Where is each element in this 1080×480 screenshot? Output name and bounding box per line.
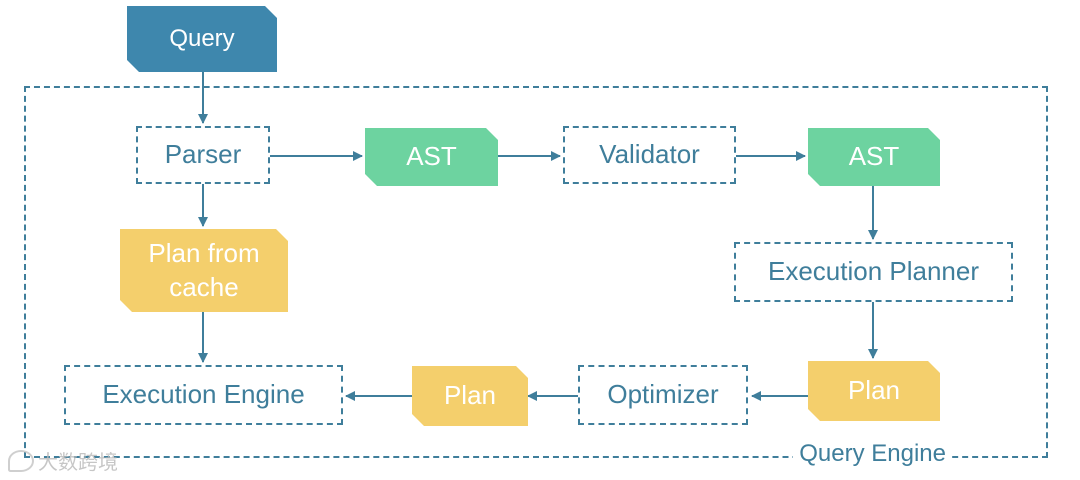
parser-node-label: Parser <box>164 139 242 170</box>
validator-node: Validator <box>563 126 736 184</box>
plan-optimized-node: Plan <box>412 366 528 426</box>
watermark-logo-icon <box>8 449 34 472</box>
query-node-label: Query <box>169 25 235 53</box>
watermark-text: 大数跨境 <box>38 450 118 474</box>
execution-engine-label: Execution Engine <box>102 379 305 410</box>
plan-optimized-label: Plan <box>443 380 497 411</box>
optimizer-node-label: Optimizer <box>607 379 719 410</box>
ast-validated-label: AST <box>848 141 900 172</box>
parser-node: Parser <box>136 126 270 184</box>
ast-validated-node: AST <box>808 128 940 186</box>
query-engine-boundary <box>24 86 1048 458</box>
query-node: Query <box>127 6 277 72</box>
plan-planned-node: Plan <box>808 361 940 421</box>
plan-from-cache-label: Plan from cache <box>148 237 260 302</box>
validator-node-label: Validator <box>599 139 700 170</box>
watermark: 大数跨境 <box>8 446 118 475</box>
plan-from-cache-node: Plan from cache <box>120 229 288 312</box>
optimizer-node: Optimizer <box>578 365 748 425</box>
ast-parsed-node: AST <box>365 128 498 186</box>
query-engine-label: Query Engine <box>793 440 952 468</box>
execution-planner-node: Execution Planner <box>734 242 1013 302</box>
execution-engine-node: Execution Engine <box>64 365 343 425</box>
execution-planner-label: Execution Planner <box>767 256 980 287</box>
plan-planned-label: Plan <box>847 375 901 406</box>
ast-parsed-label: AST <box>406 141 457 172</box>
